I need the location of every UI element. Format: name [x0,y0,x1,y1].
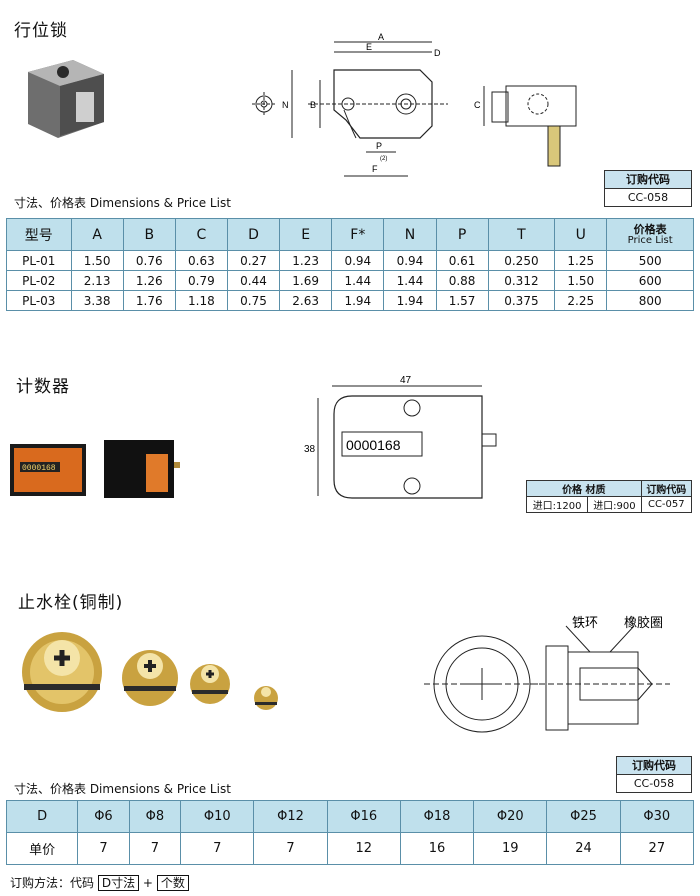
counter-price-head: 价格 材质 [526,480,642,497]
counter-price-cell-1: 进口:1200 [525,496,589,513]
counter-technical-drawing: 47 38 0000168 [304,375,497,499]
order-code-value: CC-058 [633,777,675,790]
order-code-box-3: 订购代码 CC-058 [616,756,692,793]
order-code-value: CC-058 [627,191,669,204]
section-title-counter: 计数器 [16,377,70,397]
counter-height-label: 38 [304,444,316,455]
order-method-line: 订购方法：代码 D寸法 + 个数 [10,874,189,891]
slide-lock-photo [28,60,104,138]
order-code-head: 订购代码 [617,757,691,775]
slide-lock-price-table: 型号 A B C D E F* N P T U 价格表 Price List P… [6,218,694,311]
dim-label-p-note: (2) [380,156,387,162]
counter-display: 0000168 [346,437,401,453]
water-plug-photo [22,632,278,712]
order-code-box-1: 订购代码 CC-058 [604,170,692,207]
col-header: E [279,218,333,251]
counter-price-table: 价格 材质 订购代码 进口:1200 进口:900 CC-057 [525,480,693,513]
order-method-label: 订购方法：代码 [10,876,95,890]
label-rubber-ring: 橡胶圈 [624,615,663,631]
col-header: D [226,218,281,251]
col-header-price: 价格表 Price List [606,218,694,251]
water-plug-technical-drawing: 铁环 橡胶圈 [424,615,670,733]
dim-label-c: C [474,100,481,110]
order-method-box-2: 个数 [156,875,189,891]
col-header: A [70,218,124,251]
counter-photo: 0000168 [10,440,180,498]
counter-price-cell-2: 进口:900 [587,496,642,513]
dim-label-a: A [378,32,384,42]
col-header: P [435,218,489,251]
dim-label-d: D [434,48,441,58]
price-header-cn: 价格表 [633,222,667,236]
order-method-plus: + [142,876,153,890]
counter-order-head: 订购代码 [640,480,693,497]
col-header: F* [331,218,385,251]
price-header-en: Price List [627,234,673,246]
dim-label-b: B [310,100,316,110]
section-title-water-plug: 止水栓(铜制) [18,593,124,613]
price-table-caption: 寸法、价格表 Dimensions & Price List [14,196,231,210]
label-iron-ring: 铁环 [572,616,598,631]
col-header: B [122,218,176,251]
col-header: T [487,218,556,251]
counter-order-code: CC-057 [640,496,693,513]
order-method-box-1: D寸法 [97,875,140,891]
dim-label-n: N [282,100,289,110]
slide-lock-technical-drawing: A E D N B P (2) F C [252,32,577,177]
col-header: C [174,218,228,251]
order-code-head: 订购代码 [605,171,691,189]
dim-label-p: P [376,141,382,151]
col-header: U [554,218,608,251]
col-header: N [383,218,437,251]
price-table-caption-2: 寸法、价格表 Dimensions & Price List [14,782,231,796]
dim-label-f: F [372,164,378,174]
col-header: 型号 [6,218,72,251]
counter-width-label: 47 [400,375,412,386]
section-title-position-lock: 行位锁 [14,21,68,41]
svg-text:0000168: 0000168 [22,464,56,473]
dim-label-e: E [366,42,372,52]
